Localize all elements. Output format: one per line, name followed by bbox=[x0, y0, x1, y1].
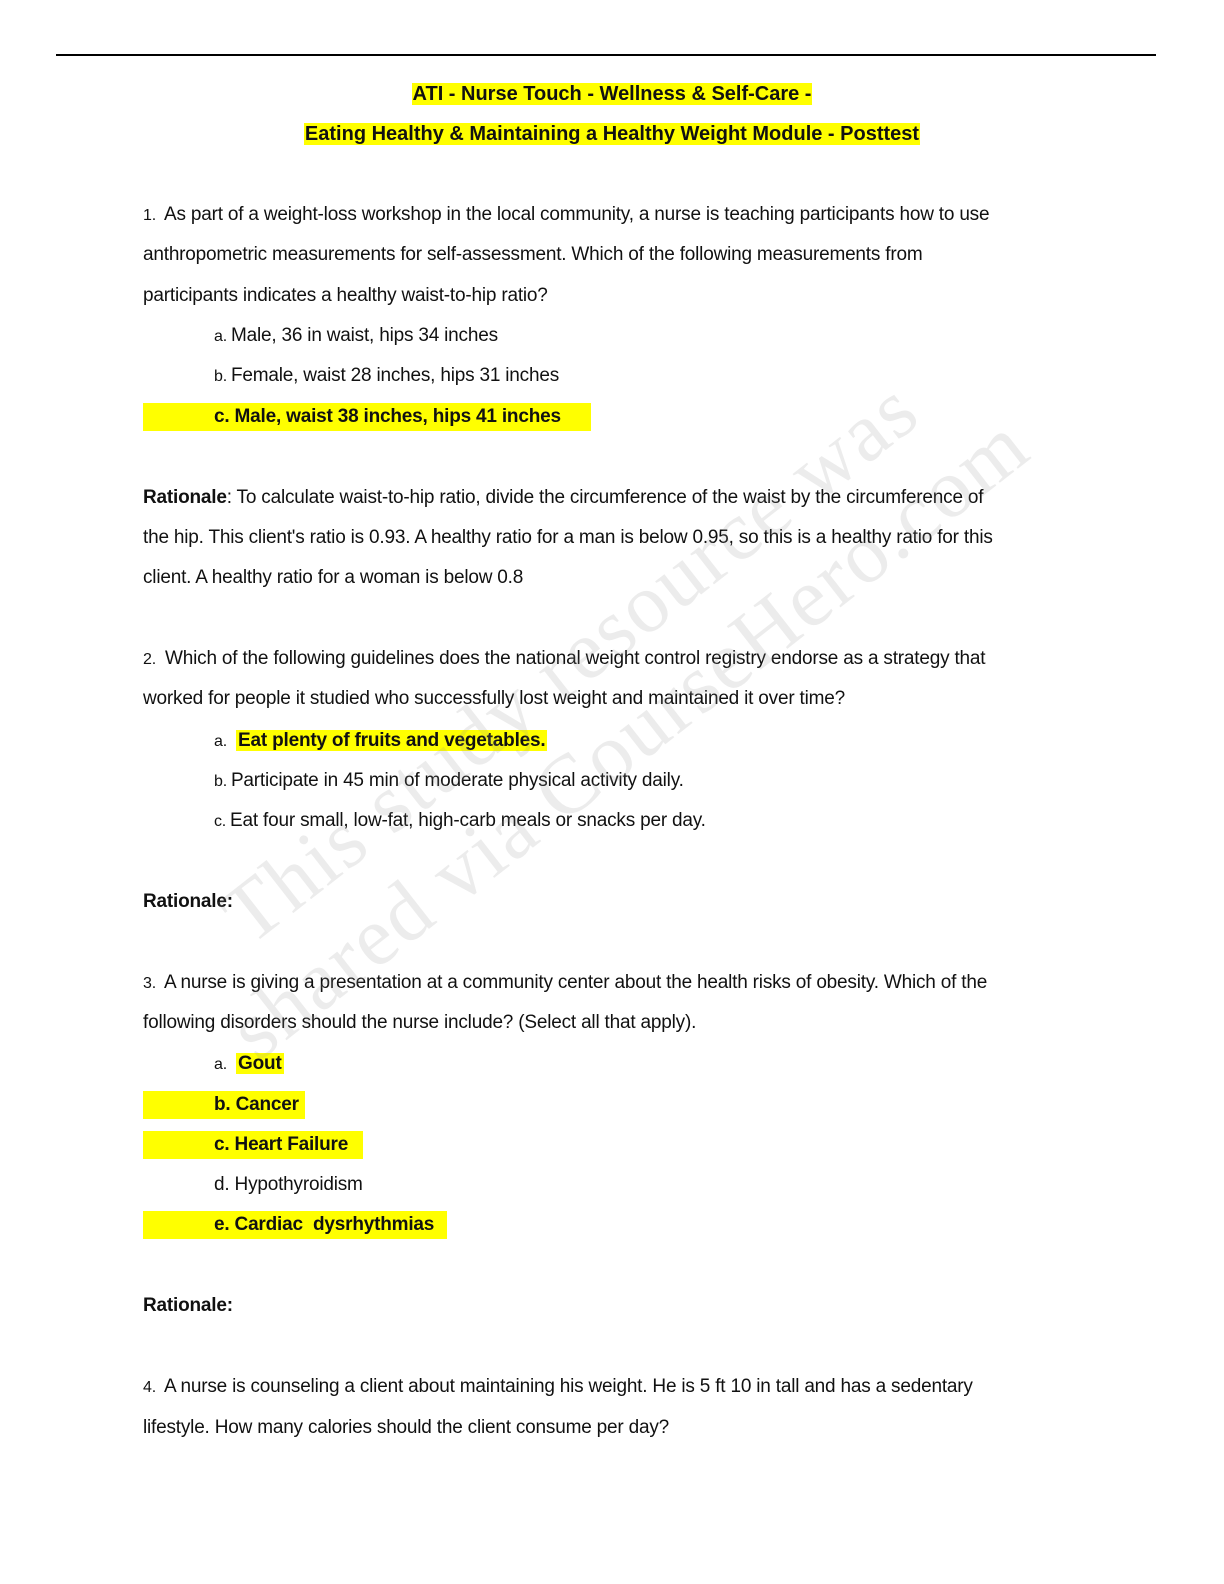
q1-rationale-line-1: Rationale: To calculate waist-to-hip rat… bbox=[143, 485, 984, 511]
option-letter: b. bbox=[214, 368, 227, 385]
doc-title-line2: Eating Healthy & Maintaining a Healthy W… bbox=[0, 121, 1224, 147]
title-line2-text: Eating Healthy & Maintaining a Healthy W… bbox=[303, 123, 921, 145]
option-text: Cardiac dysrhythmias bbox=[234, 1214, 435, 1235]
q1-number: 1. bbox=[143, 207, 156, 224]
rationale-text-1: : To calculate waist-to-hip ratio, divid… bbox=[226, 487, 984, 508]
top-rule bbox=[56, 54, 1156, 56]
option-text: Gout bbox=[236, 1053, 284, 1074]
option-text: Hypothyroidism bbox=[234, 1174, 363, 1195]
option-letter: c. bbox=[214, 813, 227, 830]
q1-line-3: participants indicates a healthy waist-t… bbox=[143, 285, 548, 306]
option-letter: a. bbox=[214, 1056, 227, 1073]
q2-line-1: 2. Which of the following guidelines doe… bbox=[143, 646, 986, 673]
q1-line-1: 1. As part of a weight-loss workshop in … bbox=[143, 202, 990, 229]
title-line1-text: ATI - Nurse Touch - Wellness & Self-Care… bbox=[411, 83, 813, 105]
q3-number: 3. bbox=[143, 975, 156, 992]
option-letter: b. bbox=[214, 1094, 231, 1115]
q2-rationale: Rationale: bbox=[143, 891, 233, 912]
q3-option-c-highlight bbox=[143, 1131, 363, 1159]
option-text: Male, waist 38 inches, hips 41 inches bbox=[234, 406, 561, 427]
q3-rationale: Rationale: bbox=[143, 1295, 233, 1316]
option-text: Female, waist 28 inches, hips 31 inches bbox=[230, 365, 559, 386]
q3-option-b: b. Cancer bbox=[214, 1092, 299, 1118]
option-text: Eat plenty of fruits and vegetables. bbox=[236, 730, 548, 751]
q3-text-1: A nurse is giving a presentation at a co… bbox=[163, 972, 988, 993]
q3-option-e-highlight bbox=[143, 1211, 447, 1239]
q2-text-1: Which of the following guidelines does t… bbox=[165, 648, 986, 669]
option-text: Participate in 45 min of moderate physic… bbox=[230, 770, 684, 791]
q3-line-2: following disorders should the nurse inc… bbox=[143, 1012, 697, 1033]
option-letter: c. bbox=[214, 1134, 230, 1155]
q2-option-c: c.Eat four small, low-fat, high-carb mea… bbox=[214, 808, 706, 835]
option-letter: d. bbox=[214, 1174, 230, 1195]
option-text: Cancer bbox=[235, 1094, 299, 1115]
q1-rationale-line-2: the hip. This client's ratio is 0.93. A … bbox=[143, 527, 993, 548]
q3-line-1: 3. A nurse is giving a presentation at a… bbox=[143, 970, 987, 997]
option-letter: e. bbox=[214, 1214, 230, 1235]
q1-line-2: anthropometric measurements for self-ass… bbox=[143, 244, 923, 265]
q2-line-2: worked for people it studied who success… bbox=[143, 688, 846, 709]
q3-option-a: a. Gout bbox=[214, 1051, 284, 1078]
doc-title-line1: ATI - Nurse Touch - Wellness & Self-Care… bbox=[0, 81, 1224, 107]
q3-option-d: d. Hypothyroidism bbox=[214, 1172, 363, 1198]
q1-text-1: As part of a weight-loss workshop in the… bbox=[163, 204, 990, 225]
option-text: Heart Failure bbox=[234, 1134, 349, 1155]
rationale-label: Rationale bbox=[143, 487, 227, 508]
q1-rationale-line-3: client. A healthy ratio for a woman is b… bbox=[143, 567, 524, 588]
q2-number: 2. bbox=[143, 651, 156, 668]
q1-option-a: a.Male, 36 in waist, hips 34 inches bbox=[214, 323, 498, 350]
q2-option-a: a. Eat plenty of fruits and vegetables. bbox=[214, 728, 548, 755]
option-letter: c. bbox=[214, 406, 230, 427]
q4-number: 4. bbox=[143, 1379, 156, 1396]
option-letter: b. bbox=[214, 773, 227, 790]
q1-option-c-highlight bbox=[143, 403, 591, 431]
q4-line-2: lifestyle. How many calories should the … bbox=[143, 1417, 669, 1438]
option-text: Eat four small, low-fat, high-carb meals… bbox=[230, 810, 706, 831]
q1-option-c: c. Male, waist 38 inches, hips 41 inches bbox=[214, 404, 561, 430]
option-letter: a. bbox=[214, 733, 227, 750]
q1-option-b: b.Female, waist 28 inches, hips 31 inche… bbox=[214, 363, 559, 390]
q2-option-b: b.Participate in 45 min of moderate phys… bbox=[214, 768, 684, 795]
q3-option-c: c. Heart Failure bbox=[214, 1132, 348, 1158]
q4-line-1: 4. A nurse is counseling a client about … bbox=[143, 1374, 973, 1401]
q4-text-1: A nurse is counseling a client about mai… bbox=[163, 1376, 973, 1397]
option-letter: a. bbox=[214, 328, 227, 345]
q3-option-e: e. Cardiac dysrhythmias bbox=[214, 1212, 434, 1238]
option-text: Male, 36 in waist, hips 34 inches bbox=[230, 325, 498, 346]
q3-option-b-highlight bbox=[143, 1091, 305, 1119]
